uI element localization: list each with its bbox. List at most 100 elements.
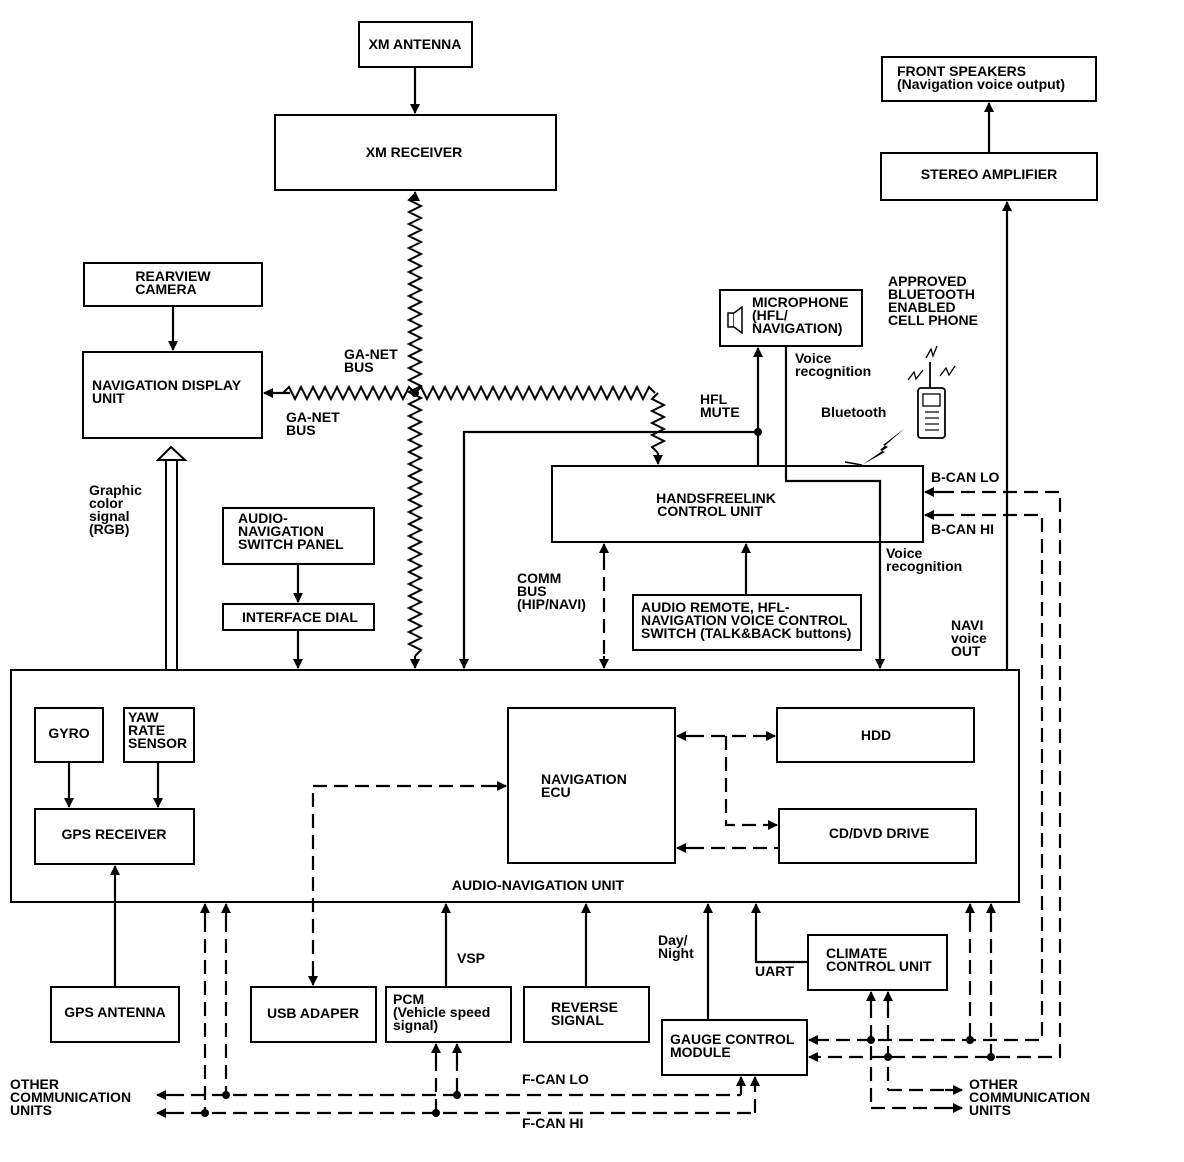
microphone-icon <box>727 305 743 335</box>
svg-text:MODULE: MODULE <box>670 1044 731 1060</box>
svg-text:SENSOR: SENSOR <box>128 735 187 751</box>
svg-text:NAVIGATION): NAVIGATION) <box>752 320 842 336</box>
svg-text:CELL PHONE: CELL PHONE <box>888 312 978 328</box>
front-speakers-box: FRONT SPEAKERS (Navigation voice output) <box>881 56 1097 102</box>
xm-antenna-box: XM ANTENNA <box>358 21 473 68</box>
solid-connections <box>64 67 1012 1020</box>
usb-adapter-box: USB ADAPER <box>250 986 377 1043</box>
svg-text:INTERFACE DIAL: INTERFACE DIAL <box>242 609 358 625</box>
bluetooth-lightning-icon <box>844 428 905 466</box>
svg-text:CLIMATE: CLIMATE <box>826 945 887 961</box>
svg-text:GYRO: GYRO <box>48 725 89 741</box>
svg-text:OTHER: OTHER <box>969 1076 1018 1092</box>
svg-text:NAVIGATION DISPLAY: NAVIGATION DISPLAY <box>92 377 242 393</box>
svg-text:OTHER: OTHER <box>10 1076 59 1092</box>
svg-text:GAUGE CONTROL: GAUGE CONTROL <box>670 1031 795 1047</box>
svg-text:GA-NET: GA-NET <box>286 409 340 425</box>
svg-text:CD/DVD DRIVE: CD/DVD DRIVE <box>829 825 929 841</box>
svg-text:signal): signal) <box>393 1017 438 1033</box>
stereo-amplifier-box: STEREO AMPLIFIER <box>880 152 1098 201</box>
svg-text:REVERSE: REVERSE <box>551 999 618 1015</box>
svg-text:UART: UART <box>755 963 794 979</box>
reverse-signal-box: REVERSE SIGNAL <box>523 986 650 1043</box>
svg-text:VSP: VSP <box>457 950 485 966</box>
ga-net-bus <box>263 191 667 669</box>
svg-text:SWITCH (TALK&BACK buttons): SWITCH (TALK&BACK buttons) <box>641 625 851 641</box>
svg-text:recognition: recognition <box>886 558 962 574</box>
svg-text:Day/: Day/ <box>658 932 688 948</box>
gps-receiver-box: GPS RECEIVER <box>34 808 195 865</box>
svg-text:BUS: BUS <box>344 359 374 375</box>
gauge-control-module-box: GAUGE CONTROL MODULE <box>661 1019 808 1076</box>
svg-text:recognition: recognition <box>795 363 871 379</box>
svg-text:(Vehicle speed: (Vehicle speed <box>393 1004 490 1020</box>
svg-text:BUS: BUS <box>286 422 316 438</box>
svg-text:CAMERA: CAMERA <box>135 281 196 297</box>
svg-text:signal: signal <box>89 508 129 524</box>
svg-text:F-CAN LO: F-CAN LO <box>522 1071 589 1087</box>
svg-text:Voice: Voice <box>886 545 923 561</box>
hdd-box: HDD <box>776 707 975 763</box>
navigation-ecu-box: NAVIGATION ECU <box>507 707 676 864</box>
svg-text:COMMUNICATION: COMMUNICATION <box>10 1089 131 1105</box>
microphone-box: MICROPHONE (HFL/ NAVIGATION) <box>719 289 863 347</box>
svg-text:NAVIGATION: NAVIGATION <box>238 523 324 539</box>
svg-text:(RGB): (RGB) <box>89 521 129 537</box>
svg-text:REARVIEW: REARVIEW <box>135 268 211 284</box>
svg-text:Night: Night <box>658 945 694 961</box>
svg-text:USB ADAPER: USB ADAPER <box>267 1005 359 1021</box>
svg-text:ENABLED: ENABLED <box>888 299 956 315</box>
svg-text:NAVIGATION: NAVIGATION <box>541 771 627 787</box>
svg-text:PCM: PCM <box>393 991 424 1007</box>
svg-text:ECU: ECU <box>541 784 571 800</box>
gps-antenna-box: GPS ANTENNA <box>50 986 180 1043</box>
svg-text:MICROPHONE: MICROPHONE <box>752 294 848 310</box>
cell-phone-icon <box>907 345 956 439</box>
gyro-box: GYRO <box>34 707 104 763</box>
audio-remote-switch-box: AUDIO REMOTE, HFL- NAVIGATION VOICE CONT… <box>632 594 862 651</box>
free-labels: APPROVED BLUETOOTH ENABLED CELL PHONE GA… <box>10 273 1090 1131</box>
xm-receiver-box: XM RECEIVER <box>274 114 557 191</box>
svg-text:NAVIGATION VOICE CONTROL: NAVIGATION VOICE CONTROL <box>641 612 848 628</box>
svg-text:GPS ANTENNA: GPS ANTENNA <box>64 1004 165 1020</box>
rearview-camera-box: REARVIEW CAMERA <box>83 262 263 307</box>
svg-text:HANDSFREELINK: HANDSFREELINK <box>656 490 776 506</box>
svg-text:Bluetooth: Bluetooth <box>821 404 886 420</box>
svg-text:UNITS: UNITS <box>969 1102 1011 1118</box>
svg-text:AUDIO REMOTE, HFL-: AUDIO REMOTE, HFL- <box>641 599 790 615</box>
svg-text:APPROVED: APPROVED <box>888 273 967 289</box>
svg-text:voice: voice <box>951 630 987 646</box>
svg-text:FRONT SPEAKERS: FRONT SPEAKERS <box>897 63 1026 79</box>
climate-control-unit-box: CLIMATE CONTROL UNIT <box>807 934 948 991</box>
navigation-display-unit-box: NAVIGATION DISPLAY UNIT <box>82 351 263 439</box>
svg-text:SWITCH PANEL: SWITCH PANEL <box>238 536 344 552</box>
svg-text:NAVI: NAVI <box>951 617 983 633</box>
svg-text:OUT: OUT <box>951 643 981 659</box>
pcm-box: PCM (Vehicle speed signal) <box>385 986 512 1043</box>
cd-dvd-drive-box: CD/DVD DRIVE <box>778 808 977 864</box>
svg-text:MUTE: MUTE <box>700 404 740 420</box>
svg-text:F-CAN HI: F-CAN HI <box>522 1115 583 1131</box>
svg-text:HFL: HFL <box>700 391 728 407</box>
svg-text:AUDIO-: AUDIO- <box>238 510 288 526</box>
svg-text:XM RECEIVER: XM RECEIVER <box>366 144 462 160</box>
svg-text:CONTROL UNIT: CONTROL UNIT <box>657 503 763 519</box>
svg-text:color: color <box>89 495 124 511</box>
handsfreelink-control-unit-box: HANDSFREELINK CONTROL UNIT <box>551 465 924 543</box>
audio-navigation-switch-panel-box: AUDIO- NAVIGATION SWITCH PANEL <box>222 507 375 565</box>
svg-text:BLUETOOTH: BLUETOOTH <box>888 286 975 302</box>
svg-text:STEREO AMPLIFIER: STEREO AMPLIFIER <box>921 166 1057 182</box>
svg-text:RATE: RATE <box>128 722 165 738</box>
svg-text:UNITS: UNITS <box>10 1102 52 1118</box>
dashed-connections <box>156 487 1062 1118</box>
svg-text:YAW: YAW <box>128 709 159 725</box>
svg-text:(HFL/: (HFL/ <box>752 307 788 323</box>
hfl-mute-junction <box>754 428 762 436</box>
svg-text:SIGNAL: SIGNAL <box>551 1012 604 1028</box>
svg-text:HDD: HDD <box>861 727 891 743</box>
svg-text:Graphic: Graphic <box>89 482 142 498</box>
svg-text:GA-NET: GA-NET <box>344 346 398 362</box>
svg-text:B-CAN HI: B-CAN HI <box>931 521 994 537</box>
svg-text:Voice: Voice <box>795 350 832 366</box>
interface-dial-box: INTERFACE DIAL <box>222 603 375 631</box>
